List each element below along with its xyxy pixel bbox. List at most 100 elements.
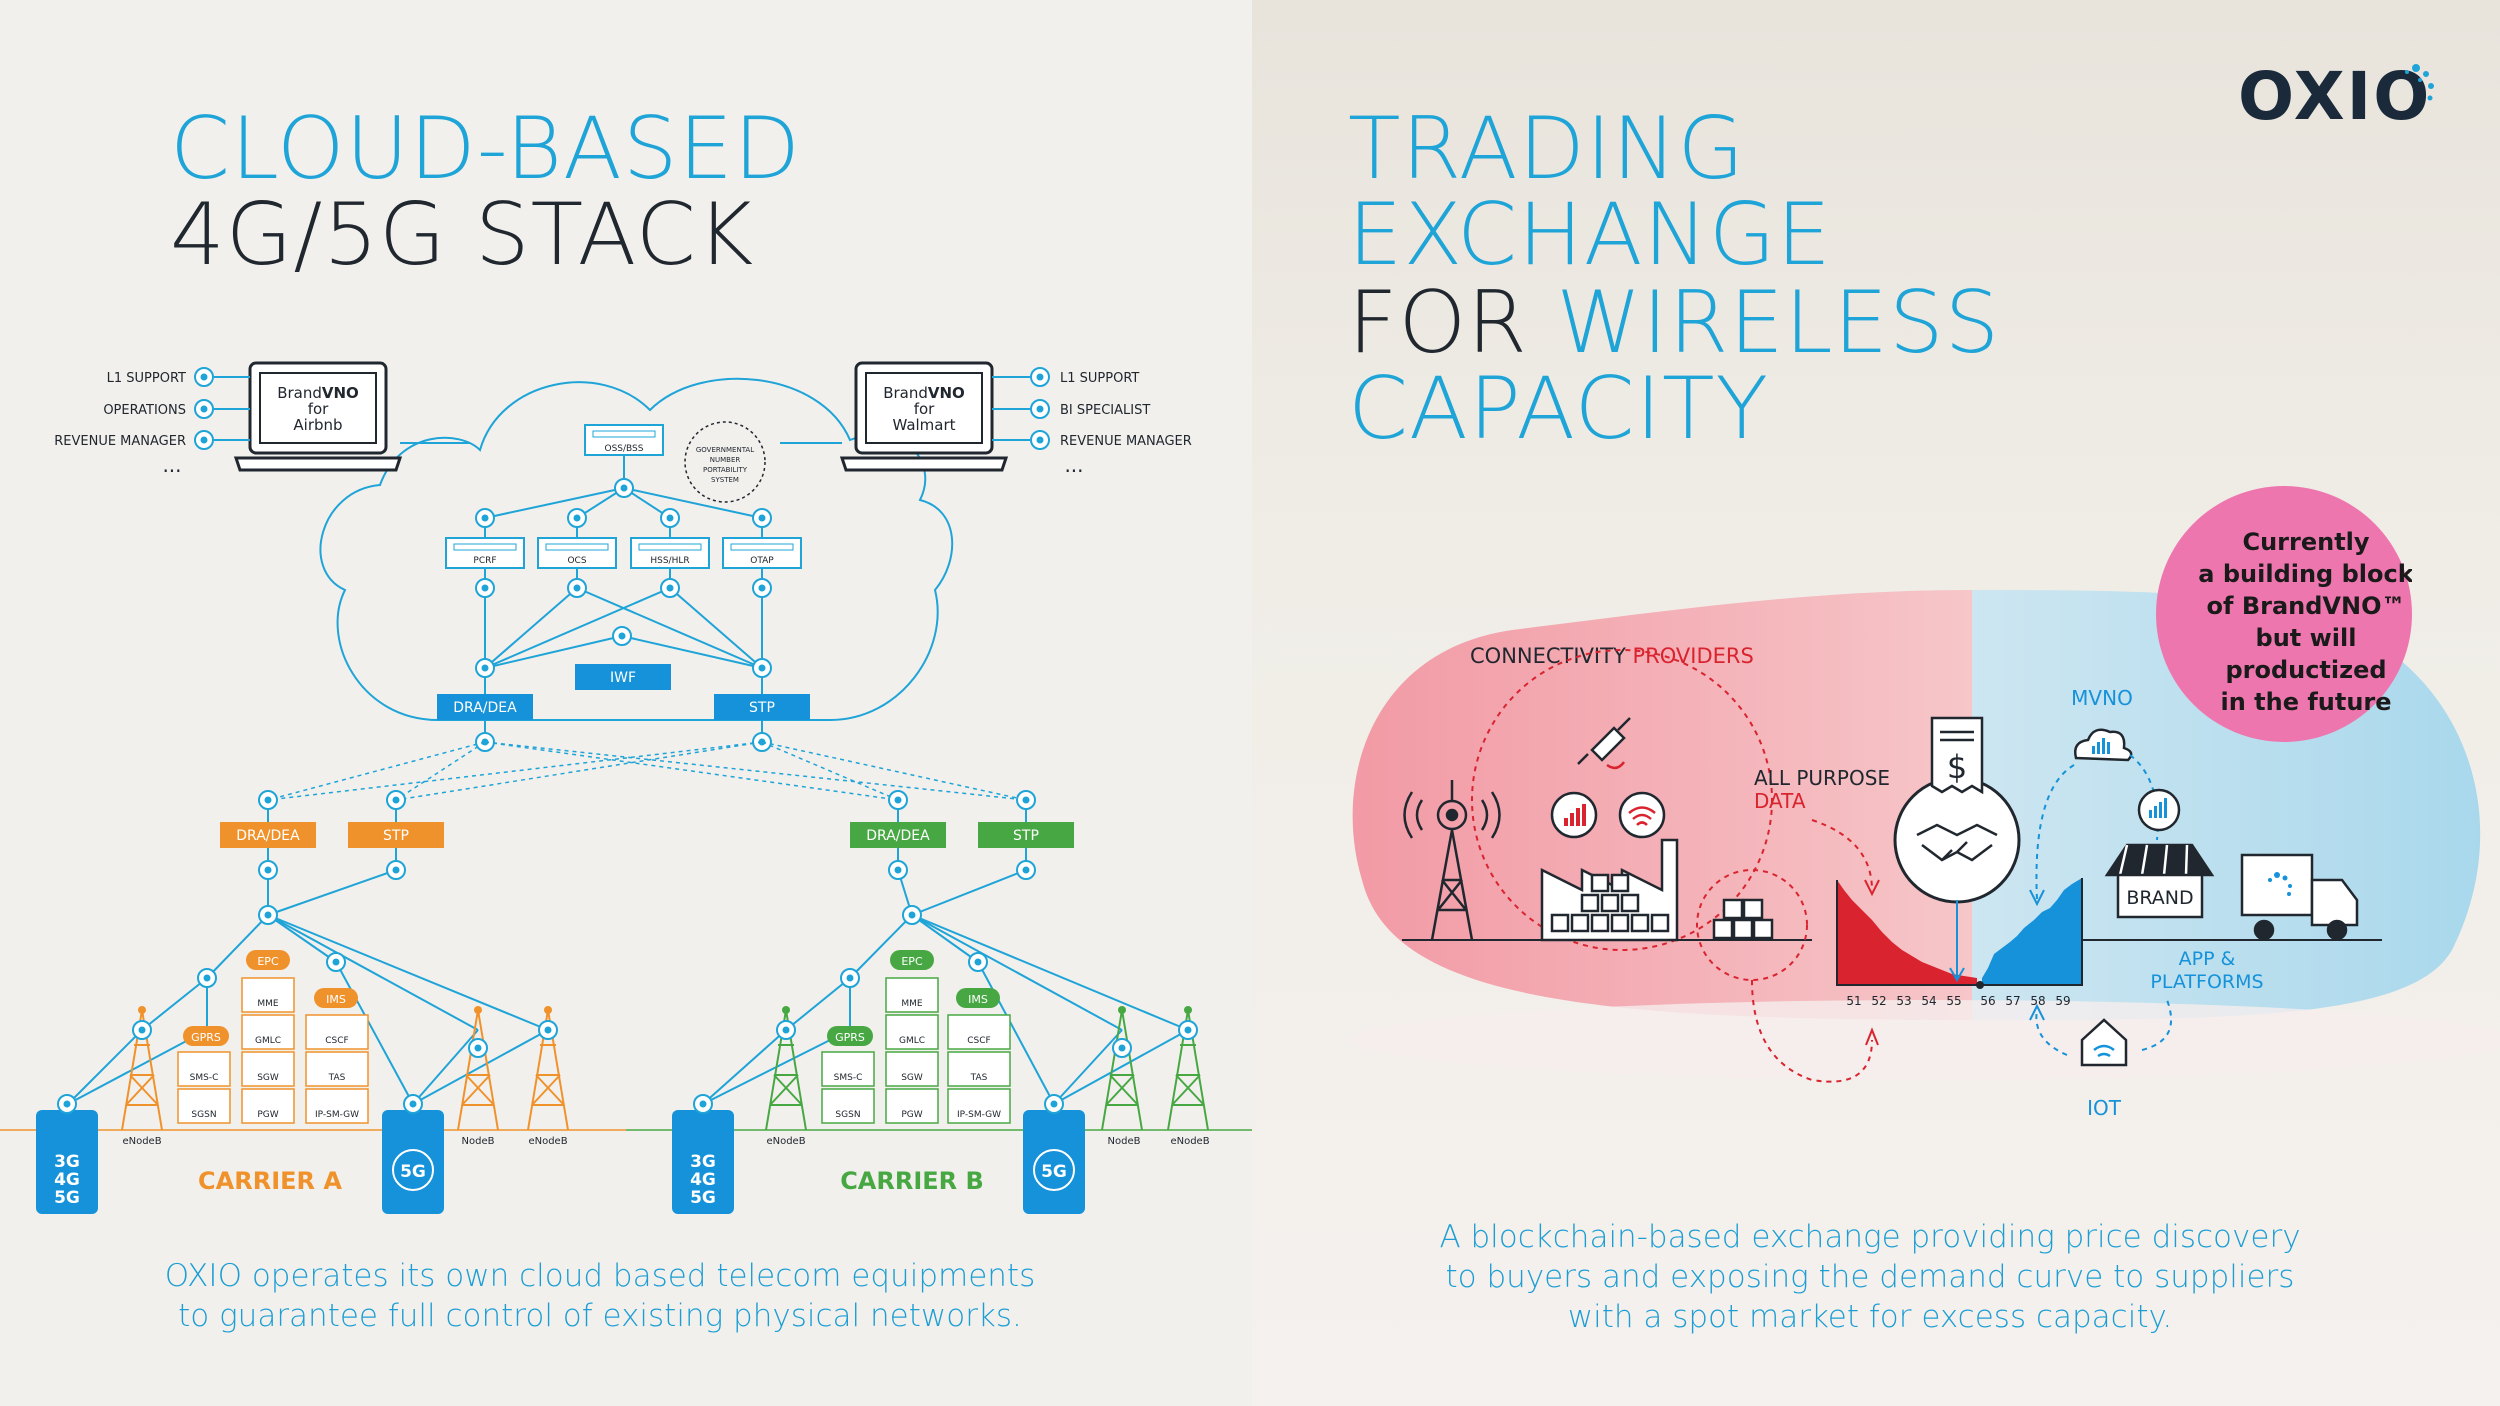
carrier-a-label: CARRIER A xyxy=(198,1167,342,1195)
badge-line-5: productized xyxy=(2225,656,2386,684)
carrier-a-enodeb: eNodeB xyxy=(122,1136,161,1147)
carrier-b-epc-pill xyxy=(890,950,934,970)
left-role-1: L1 SUPPORT xyxy=(107,371,186,386)
pcrf-label: PCRF xyxy=(473,556,496,566)
carrier-b-ims-pill xyxy=(956,988,1000,1008)
right-caption-line2: to buyers and exposing the demand curve … xyxy=(1445,1259,2295,1295)
oxio-logo: OXIO xyxy=(2238,58,2431,135)
carrier-a-epc-pill xyxy=(246,950,290,970)
connectivity-providers-label: CONNECTIVITY PROVIDERS xyxy=(1470,644,1754,668)
carrier-a-enodeb2: eNodeB xyxy=(528,1136,567,1147)
carrier-b-network: DRA/DEA STP EPC MME GMLC SGW PGW SMS-C S… xyxy=(626,790,1252,1214)
axis-tick-52: 52 xyxy=(1871,994,1886,1008)
cloud-dra-box xyxy=(437,694,533,720)
carrier-a-phone-5g xyxy=(382,1110,444,1214)
gov-line-1: GOVERNMENTAL xyxy=(696,446,754,454)
carrier-a-stp-box xyxy=(348,822,444,848)
laptop-left-line2: for xyxy=(308,400,329,418)
carrier-a-sgw: SGW xyxy=(257,1073,279,1083)
dollar-sign: $ xyxy=(1947,748,1967,786)
cloud-stp-label: STP xyxy=(749,700,775,716)
right-caption-line1: A blockchain-based exchange providing pr… xyxy=(1439,1219,2301,1255)
carrier-b-sgw: SGW xyxy=(901,1073,923,1083)
gov-portability-circle xyxy=(684,421,766,503)
left-caption: OXIO operates its own cloud based teleco… xyxy=(130,1256,1070,1336)
right-title-line3: FOR WIRELESS xyxy=(1348,280,2000,366)
carrier-a-pgw: PGW xyxy=(257,1110,278,1120)
left-title-line2: 4G/5G STACK xyxy=(170,185,755,285)
right-caption-line3: with a spot market for excess capacity. xyxy=(1567,1299,2173,1335)
axis-tick-57: 57 xyxy=(2005,994,2020,1008)
factory-icon xyxy=(1540,838,1679,942)
gov-line-4: SYSTEM xyxy=(711,476,739,484)
carrier-b-smsc: SMS-C xyxy=(834,1073,863,1083)
all-purpose-label: ALL PURPOSE xyxy=(1754,766,1890,790)
iwf-label: IWF xyxy=(610,670,636,686)
left-roles-ellipsis: ... xyxy=(162,453,181,477)
right-role-2: BI SPECIALIST xyxy=(1060,403,1150,418)
carrier-b-phone2-5g: 5G xyxy=(1041,1162,1067,1182)
carrier-b-gprs-label: GPRS xyxy=(835,1031,865,1044)
carrier-a-tas: TAS xyxy=(328,1073,346,1083)
otap-label: OTAP xyxy=(750,556,774,566)
carrier-b-ims-label: IMS xyxy=(968,993,988,1006)
badge-line-3: of BrandVNO™ xyxy=(2207,592,2406,620)
receipt-icon xyxy=(1930,716,1984,795)
right-roles-ellipsis: ... xyxy=(1064,453,1083,477)
axis-tick-51: 51 xyxy=(1846,994,1861,1008)
carrier-a-ipsmgw: IP-SM-GW xyxy=(315,1110,359,1120)
ocs-box xyxy=(537,537,617,569)
demand-curve-area xyxy=(1982,878,2082,985)
supply-curve-area xyxy=(1837,880,1977,985)
right-title-line1: TRADING xyxy=(1348,99,1746,199)
smart-home-icon xyxy=(2080,1018,2128,1067)
iwf-box xyxy=(575,664,671,690)
badge-line-6: in the future xyxy=(2220,688,2391,716)
left-role-2: OPERATIONS xyxy=(103,403,186,418)
laptop-right xyxy=(839,361,1009,472)
carrier-b-mme: MME xyxy=(901,999,923,1009)
carrier-b-epc-label: EPC xyxy=(901,955,923,968)
carrier-b-dra-box xyxy=(850,822,946,848)
carrier-b-phone1-4g: 4G xyxy=(690,1170,716,1190)
carrier-a-phone-multi xyxy=(36,1110,98,1214)
future-product-badge xyxy=(2156,486,2412,742)
carrier-b-sgsn: SGSN xyxy=(835,1110,860,1120)
carrier-b-phone1-5g: 5G xyxy=(690,1188,716,1208)
axis-tick-59: 59 xyxy=(2055,994,2070,1008)
carrier-a-ims-pill xyxy=(314,988,358,1008)
carrier-b-label: CARRIER B xyxy=(840,1167,984,1195)
left-role-3: REVENUE MANAGER xyxy=(54,434,186,449)
left-caption-line1: OXIO operates its own cloud based teleco… xyxy=(164,1258,1036,1294)
right-caption: A blockchain-based exchange providing pr… xyxy=(1400,1217,2340,1337)
carrier-a-phone1-5g: 5G xyxy=(54,1188,80,1208)
plug-icon xyxy=(1577,717,1631,770)
trading-exchange-diagram: CONNECTIVITY PROVIDERS xyxy=(1352,590,2500,1120)
oxio-logo-dots xyxy=(2405,64,2434,101)
carrier-b-gprs-pill xyxy=(827,1026,873,1046)
left-caption-line2: to guarantee full control of existing ph… xyxy=(178,1298,1022,1334)
future-product-badge-text: Currently a building block of BrandVNO™ … xyxy=(2198,528,2412,716)
carrier-a-gmlc: GMLC xyxy=(255,1036,281,1046)
brand-store-icon xyxy=(2104,788,2215,919)
carrier-b-gmlc: GMLC xyxy=(899,1036,925,1046)
all-purpose-data-label: DATA xyxy=(1754,789,1806,813)
carrier-a-phone1-4g: 4G xyxy=(54,1170,80,1190)
delivery-truck-icon xyxy=(2240,853,2359,941)
laptop-left xyxy=(233,361,403,472)
carrier-a-mme: MME xyxy=(257,999,279,1009)
hss-box xyxy=(630,537,710,569)
demand-curve-chart: 51 52 53 54 55 56 57 58 59 xyxy=(1836,878,2083,1008)
right-title-line2: EXCHANGE xyxy=(1348,185,1832,285)
carrier-b-phone-multi xyxy=(672,1110,734,1214)
carrier-a-dra-box xyxy=(220,822,316,848)
carrier-b-nodeb: NodeB xyxy=(1108,1136,1141,1147)
carrier-b-enodeb: eNodeB xyxy=(766,1136,805,1147)
laptop-right-line3: Walmart xyxy=(892,416,955,434)
carrier-b-dra-label: DRA/DEA xyxy=(866,828,930,844)
gov-line-3: PORTABILITY xyxy=(703,466,748,474)
axis-tick-55: 55 xyxy=(1946,994,1961,1008)
brand-label: BRAND xyxy=(2126,887,2193,909)
axis-tick-56: 56 xyxy=(1980,994,1995,1008)
right-role-1: L1 SUPPORT xyxy=(1060,371,1139,386)
